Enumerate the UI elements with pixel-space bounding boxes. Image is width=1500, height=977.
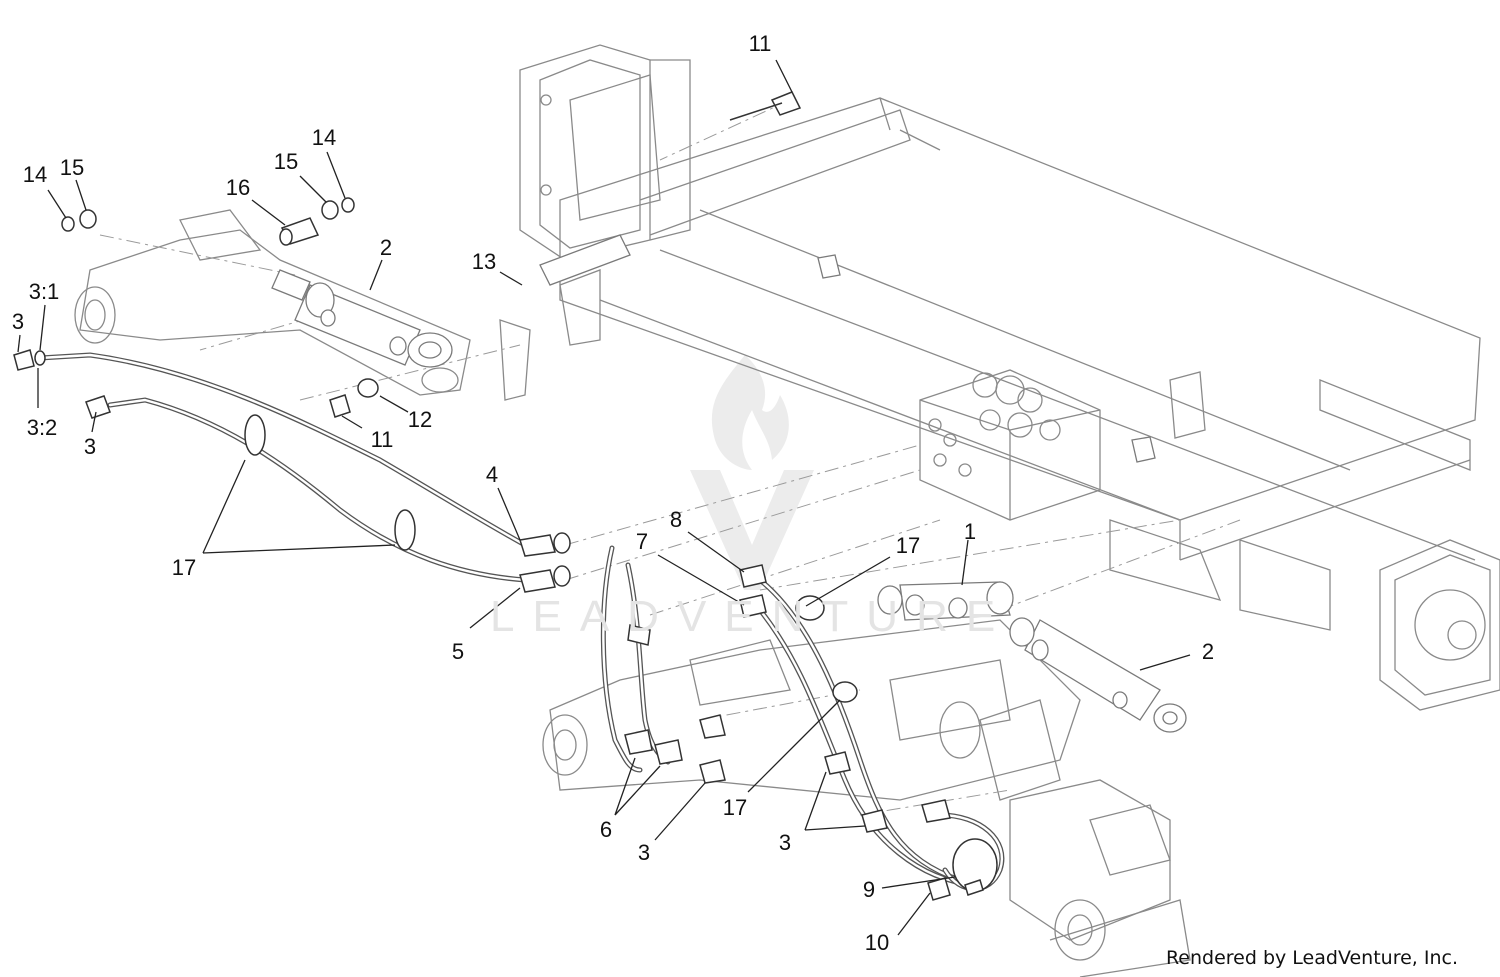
callout-15-right: 15 — [273, 149, 299, 174]
callout-3-1: 3:1 — [28, 279, 60, 304]
callout-9: 9 — [862, 877, 876, 902]
callout-13: 13 — [471, 249, 497, 274]
callout-11-upper: 11 — [748, 31, 772, 56]
callout-7: 7 — [635, 529, 649, 554]
callout-17-lower: 17 — [722, 795, 748, 820]
callout-17-left: 17 — [171, 555, 197, 580]
callout-1: 1 — [963, 519, 977, 544]
callout-10: 10 — [864, 930, 890, 955]
callout-3-b: 3 — [83, 434, 97, 459]
bolt-10 — [927, 877, 951, 901]
callout-2-upper: 2 — [379, 235, 393, 260]
hydraulic-valve-block — [919, 369, 1101, 521]
watermark-logo-icon — [690, 355, 814, 590]
upper-motor-housing — [519, 44, 691, 261]
left-hydraulic-cylinder — [271, 269, 453, 368]
callout-12: 12 — [407, 407, 433, 432]
callout-11-lower: 11 — [370, 427, 394, 452]
callout-15-left: 15 — [59, 155, 85, 180]
pin-16 — [279, 217, 320, 246]
leader-lines — [17, 59, 1191, 936]
pivot-tube-13 — [539, 234, 631, 346]
callout-5: 5 — [451, 639, 465, 664]
callout-3-c: 3 — [637, 840, 651, 865]
callout-2-lower: 2 — [1201, 639, 1215, 664]
washer-15-left — [79, 209, 97, 229]
lift-cylinder-1 — [877, 581, 1014, 621]
callout-4: 4 — [485, 462, 499, 487]
right-motor-housing — [1379, 539, 1500, 711]
callout-14-right: 14 — [311, 125, 337, 150]
hose-clamps — [244, 414, 998, 896]
washer-12 — [357, 378, 379, 398]
bolt-11-lower — [329, 394, 351, 418]
left-lift-arm — [74, 209, 531, 401]
rendered-by-credit: Rendered by LeadVenture, Inc. — [1165, 947, 1458, 969]
callout-17-upper-right: 17 — [895, 533, 921, 558]
clip-14-left — [61, 216, 75, 232]
right-hydraulic-cylinder — [1009, 617, 1187, 733]
callout-6: 6 — [599, 817, 613, 842]
main-frame — [559, 97, 1481, 631]
right-lift-arm — [542, 619, 1191, 977]
callout-8: 8 — [669, 507, 683, 532]
callout-3-d: 3 — [778, 830, 792, 855]
washer-15-right — [321, 200, 339, 220]
callout-3-2: 3:2 — [26, 415, 58, 440]
callout-16: 16 — [225, 175, 251, 200]
callout-3-a: 3 — [11, 309, 25, 334]
watermark-text: LEADVENTURE — [490, 592, 1014, 641]
callout-14-left: 14 — [22, 162, 48, 187]
clip-14-right — [341, 197, 355, 213]
bolt-11-upper — [729, 91, 802, 121]
hose-fittings — [13, 349, 951, 833]
